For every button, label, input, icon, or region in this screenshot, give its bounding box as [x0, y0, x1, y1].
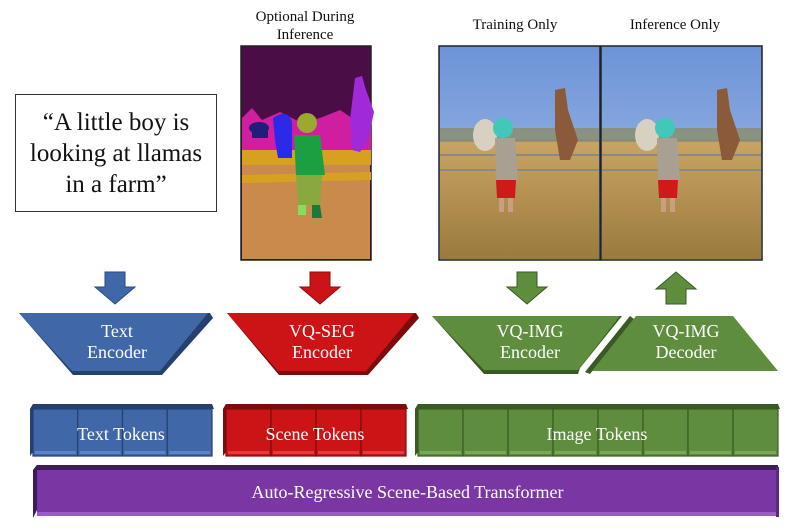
image-tokens-label: Image Tokens	[546, 424, 648, 444]
text-encoder-label-line1: Text	[101, 321, 133, 341]
scene-tokens-label: Scene Tokens	[265, 424, 365, 444]
text-tokens-top-face	[30, 404, 214, 409]
scene-tokens-token-2	[270, 408, 317, 457]
text-encoder-label: Text Encoder	[70, 321, 164, 363]
scene-tokens-token-bevel-3	[318, 451, 359, 454]
text-tokens-token-bevel-4	[169, 451, 210, 454]
image-tokens-token-bevel-8	[735, 451, 776, 454]
scene-tokens-block	[223, 404, 408, 457]
text-encoder-label-line2: Encoder	[87, 342, 147, 362]
text-tokens-block	[30, 404, 214, 457]
text-tokens-token-1	[32, 408, 79, 457]
arrow-up-img-decoder-icon	[654, 271, 698, 305]
image-tokens-token-bevel-5	[600, 451, 641, 454]
image-tokens-token-7	[687, 408, 734, 457]
scene-tokens-top-face	[223, 404, 408, 409]
text-prompt: “A little boy is looking at llamas in a …	[29, 108, 203, 198]
scene-tokens-token-bevel-4	[363, 451, 404, 454]
caption-training-only: Training Only	[472, 17, 558, 33]
arrow-down-seg-icon	[298, 271, 342, 305]
image-tokens-token-6	[642, 408, 689, 457]
img-decoder-shape	[585, 316, 778, 374]
transformer-label: Auto-Regressive Scene-Based Transformer	[251, 482, 564, 502]
scene-tokens-side-face	[223, 404, 226, 456]
scene-tokens-token-bevel-2	[273, 451, 314, 454]
transformer-bar	[33, 465, 779, 518]
image-tokens-token-1	[417, 408, 464, 457]
image-tokens-token-2	[462, 408, 509, 457]
image-tokens-token-bevel-3	[510, 451, 551, 454]
seg-encoder-shape	[227, 313, 419, 375]
image-tokens-token-bevel-6	[645, 451, 686, 454]
seg-encoder-label-line2: Encoder	[292, 342, 352, 362]
text-tokens-token-4	[166, 408, 213, 457]
img-encoder-label-line2: Encoder	[500, 342, 560, 362]
caption-inference-only: Inference Only	[629, 17, 721, 33]
image-tokens-token-bevel-7	[690, 451, 731, 454]
img-encoder-label: VQ-IMG Encoder	[478, 321, 582, 363]
arrow-down-img-encoder-icon	[505, 271, 549, 305]
img-encoder-shape	[432, 316, 622, 374]
image-tokens-token-bevel-2	[465, 451, 506, 454]
image-tokens-token-5	[597, 408, 644, 457]
inference-photo	[600, 45, 763, 261]
img-encoder-label-line1: VQ-IMG	[496, 321, 564, 341]
text-tokens-token-3	[121, 408, 168, 457]
scene-tokens-token-1	[225, 408, 272, 457]
image-tokens-top-face	[415, 404, 780, 409]
img-decoder-label: VQ-IMG Decoder	[634, 321, 738, 363]
text-tokens-side-face	[30, 404, 33, 456]
image-tokens-token-3	[507, 408, 554, 457]
scene-tokens-token-bevel-1	[228, 451, 269, 454]
image-tokens-block	[415, 404, 780, 457]
seg-encoder-label-line1: VQ-SEG	[289, 321, 355, 341]
text-tokens-token-bevel-2	[79, 451, 121, 454]
text-encoder-shape	[19, 313, 213, 375]
segmentation-map-image	[240, 45, 374, 261]
img-decoder-label-line1: VQ-IMG	[652, 321, 720, 341]
seg-encoder-label: VQ-SEG Encoder	[270, 321, 374, 363]
text-tokens-label: Text Tokens	[77, 424, 165, 444]
image-tokens-token-8	[732, 408, 779, 457]
arrow-down-text-icon	[93, 271, 137, 305]
caption-optional-during-inference: Optional During Inference	[255, 9, 355, 43]
image-tokens-side-face	[415, 404, 418, 456]
scene-tokens-token-4	[360, 408, 407, 457]
img-decoder-label-line2: Decoder	[655, 342, 717, 362]
text-prompt-box: “A little boy is looking at llamas in a …	[15, 94, 217, 212]
training-photo	[438, 45, 601, 261]
image-tokens-token-bevel-1	[420, 451, 461, 454]
text-tokens-token-bevel-1	[35, 451, 76, 454]
image-tokens-token-bevel-4	[555, 451, 596, 454]
image-tokens-token-4	[552, 408, 599, 457]
text-tokens-token-bevel-3	[124, 451, 166, 454]
